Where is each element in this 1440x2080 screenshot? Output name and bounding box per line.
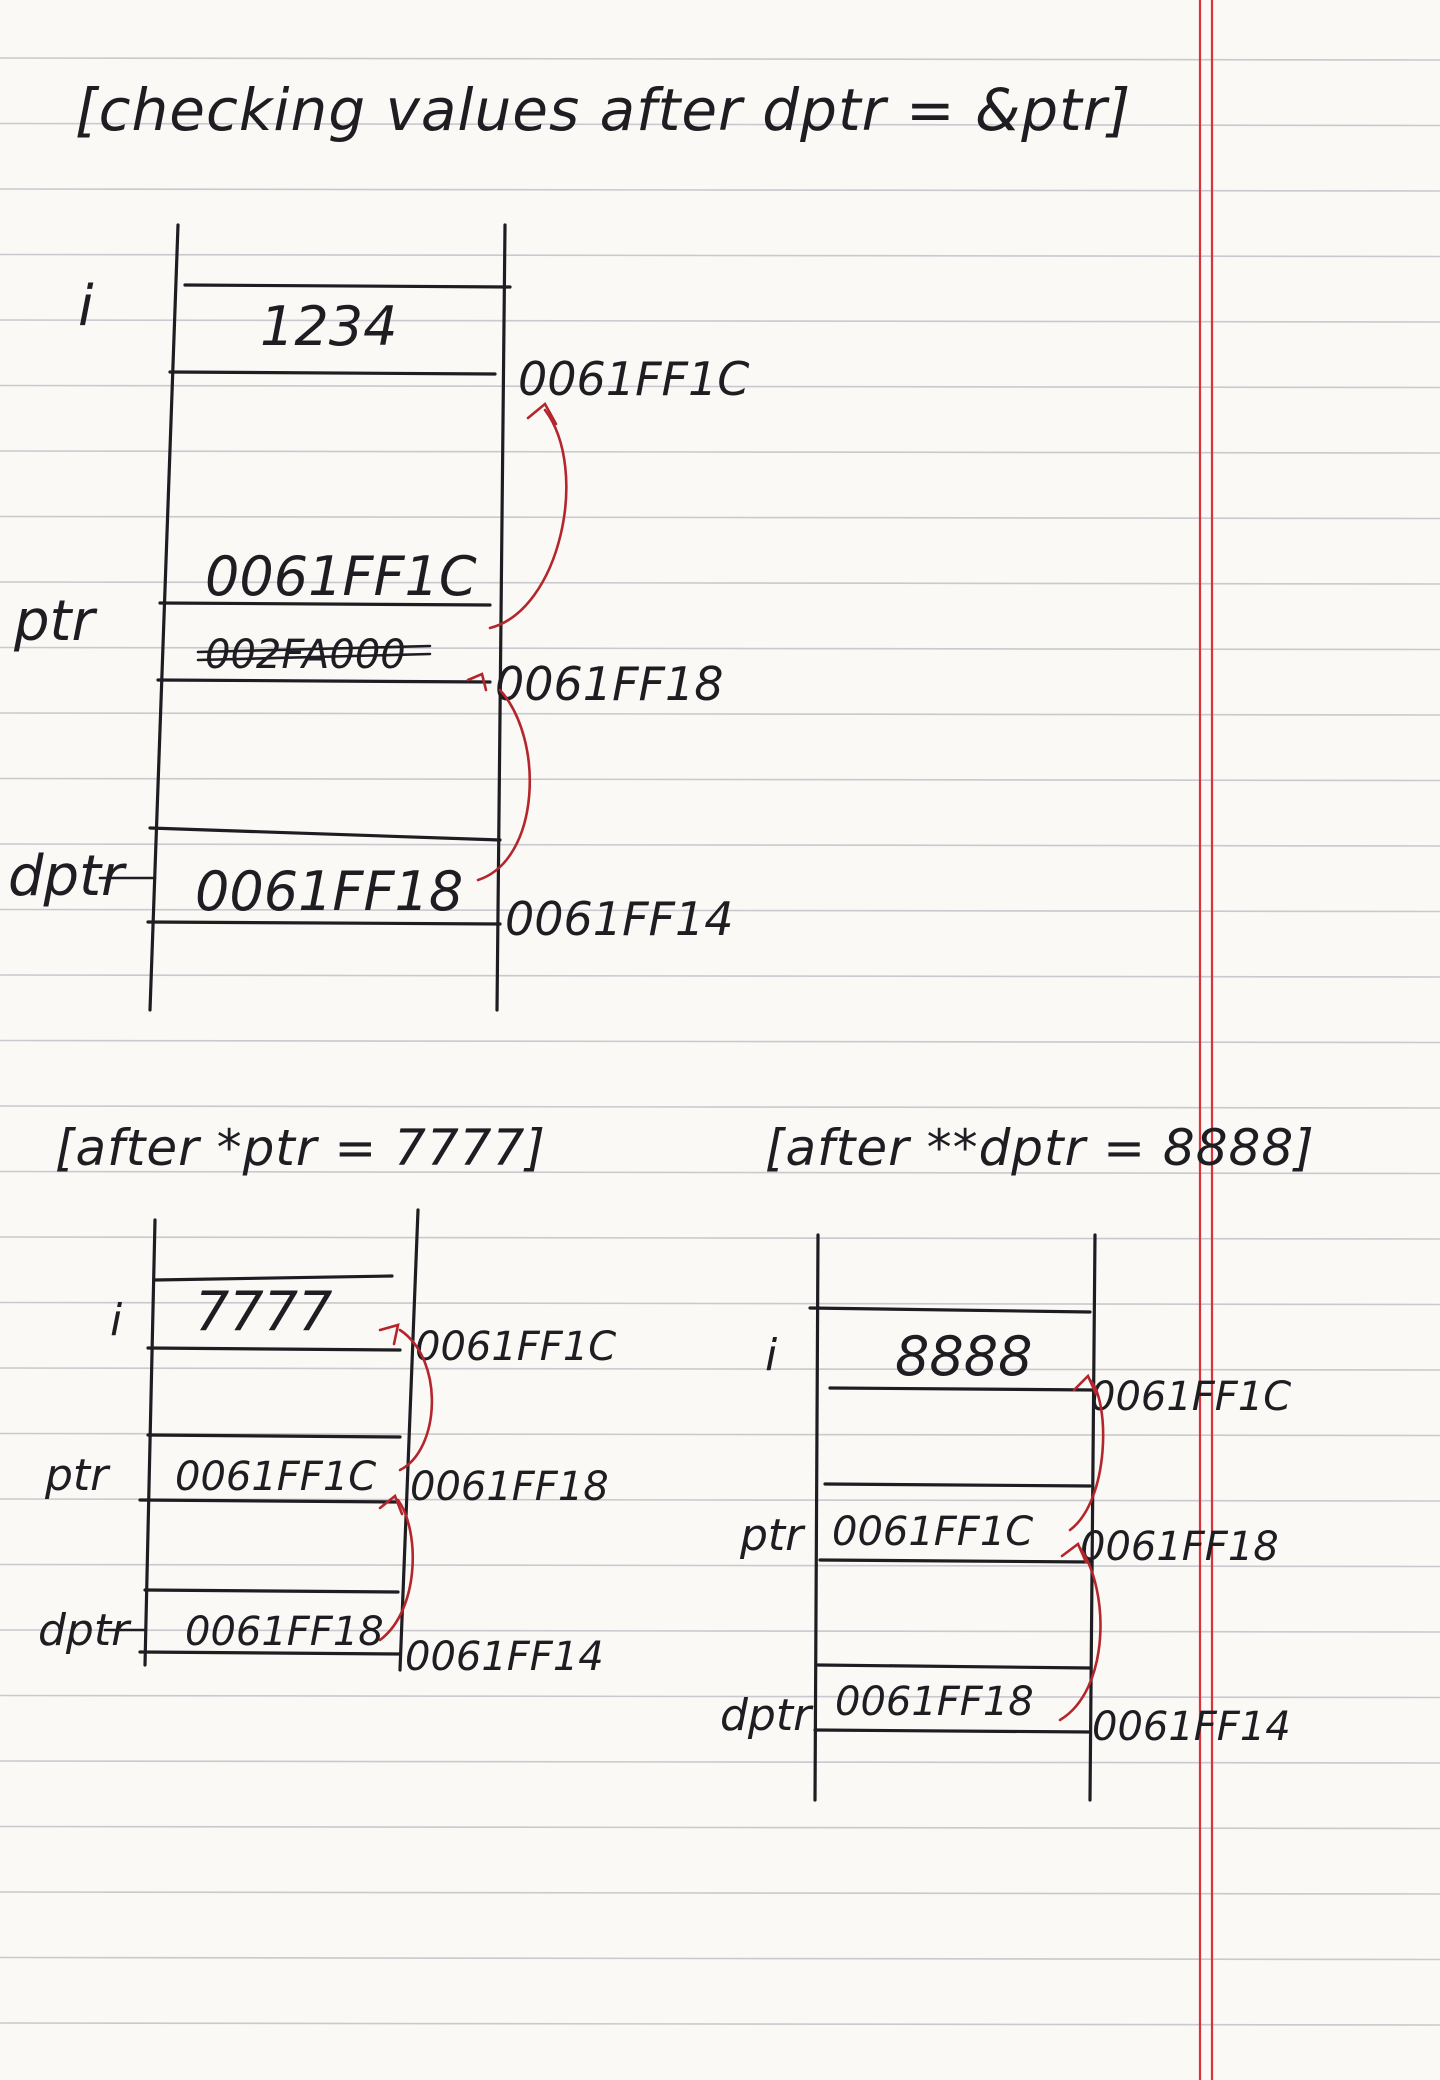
- top-ptr-old-strike-1: [196, 644, 432, 654]
- right-arrow-dptr-to-ptr-head: [1060, 1541, 1088, 1564]
- top-arrow-ptr-to-i-head: [526, 401, 558, 426]
- top-ptr-cell-top: [158, 601, 492, 607]
- right-arrow-ptr-to-i: [1068, 1378, 1105, 1532]
- right-arrow-ptr-to-i-head: [1072, 1373, 1098, 1396]
- right-ptr-cell-bottom: [818, 1558, 1092, 1564]
- top-ptr-cell-bottom: [156, 678, 492, 684]
- top-dptr-cell-top: [148, 826, 502, 842]
- right-i-value: 8888: [895, 1325, 1032, 1388]
- left-arrow-ptr-to-i: [398, 1328, 434, 1472]
- right-addr-i: 0061FF1C: [1090, 1374, 1291, 1420]
- left-title: [after *ptr = 7777]: [55, 1119, 546, 1177]
- left-addr-i: 0061FF1C: [415, 1324, 616, 1370]
- top-dptr-cell-bottom: [146, 920, 502, 926]
- left-label-dptr: dptr: [38, 1605, 132, 1656]
- left-arrow-dptr-to-ptr: [378, 1498, 414, 1642]
- top-label-i: i: [78, 274, 94, 339]
- left-addr-ptr: 0061FF18: [410, 1464, 609, 1510]
- right-addr-ptr: 0061FF18: [1080, 1524, 1279, 1570]
- right-label-i: i: [765, 1330, 778, 1381]
- right-i-cell-bottom: [828, 1386, 1097, 1392]
- right-ptr-cell-top: [823, 1482, 1092, 1488]
- top-diagram: [checking values after dptr = &ptr] i 12…: [8, 76, 1131, 1012]
- left-diagram: [after *ptr = 7777] i 7777 0061FF1C ptr …: [38, 1119, 616, 1680]
- left-i-cell-bottom: [146, 1346, 402, 1352]
- left-column-right-edge: [398, 1208, 420, 1672]
- left-i-cell-top: [153, 1274, 394, 1282]
- left-dptr-value: 0061FF18: [185, 1609, 384, 1655]
- right-arrow-dptr-to-ptr: [1058, 1546, 1102, 1722]
- left-i-value: 7777: [195, 1280, 332, 1343]
- top-arrow-ptr-to-i: [488, 408, 568, 630]
- top-arrow-dptr-to-ptr: [476, 688, 532, 882]
- right-dptr-value: 0061FF18: [835, 1679, 1034, 1725]
- top-i-cell-top: [183, 283, 512, 289]
- top-i-value: 1234: [260, 295, 397, 358]
- left-ptr-value: 0061FF1C: [175, 1454, 376, 1500]
- top-ptr-old-strike-2: [196, 652, 432, 662]
- top-dptr-value: 0061FF18: [195, 860, 463, 923]
- top-title: [checking values after dptr = &ptr]: [75, 76, 1131, 144]
- left-arrow-ptr-to-i-head: [378, 1323, 400, 1346]
- right-title: [after **dptr = 8888]: [765, 1119, 1315, 1177]
- top-i-cell-bottom: [168, 370, 497, 376]
- left-label-ptr: ptr: [44, 1450, 111, 1501]
- top-addr-dptr: 0061FF14: [505, 892, 734, 946]
- right-dptr-cell-bottom: [813, 1728, 1092, 1734]
- top-label-dptr: dptr: [8, 844, 127, 909]
- top-ptr-value: 0061FF1C: [205, 545, 477, 608]
- right-ptr-value: 0061FF1C: [832, 1509, 1033, 1555]
- right-addr-dptr: 0061FF14: [1092, 1704, 1291, 1750]
- right-dptr-cell-top: [816, 1663, 1092, 1670]
- left-ptr-cell-top: [146, 1433, 402, 1439]
- right-label-ptr: ptr: [739, 1510, 806, 1561]
- left-label-i: i: [110, 1295, 123, 1346]
- left-arrow-dptr-to-ptr-head: [378, 1493, 404, 1516]
- right-i-cell-top: [808, 1306, 1092, 1314]
- right-column-left-edge: [813, 1233, 820, 1802]
- top-column-right-edge: [495, 223, 507, 1012]
- left-ptr-cell-bottom: [138, 1498, 400, 1504]
- top-label-ptr: ptr: [13, 589, 98, 654]
- left-dptr-cell-bottom: [138, 1650, 402, 1656]
- left-addr-dptr: 0061FF14: [405, 1634, 604, 1680]
- top-arrow-dptr-to-ptr-head: [466, 672, 488, 692]
- top-addr-ptr: 0061FF18: [495, 657, 724, 711]
- right-column-right-edge: [1088, 1233, 1097, 1802]
- right-diagram: [after **dptr = 8888] i 8888 0061FF1C pt…: [720, 1119, 1315, 1802]
- right-label-dptr: dptr: [720, 1690, 814, 1741]
- top-addr-i: 0061FF1C: [518, 352, 749, 406]
- left-dptr-cell-top: [143, 1588, 400, 1594]
